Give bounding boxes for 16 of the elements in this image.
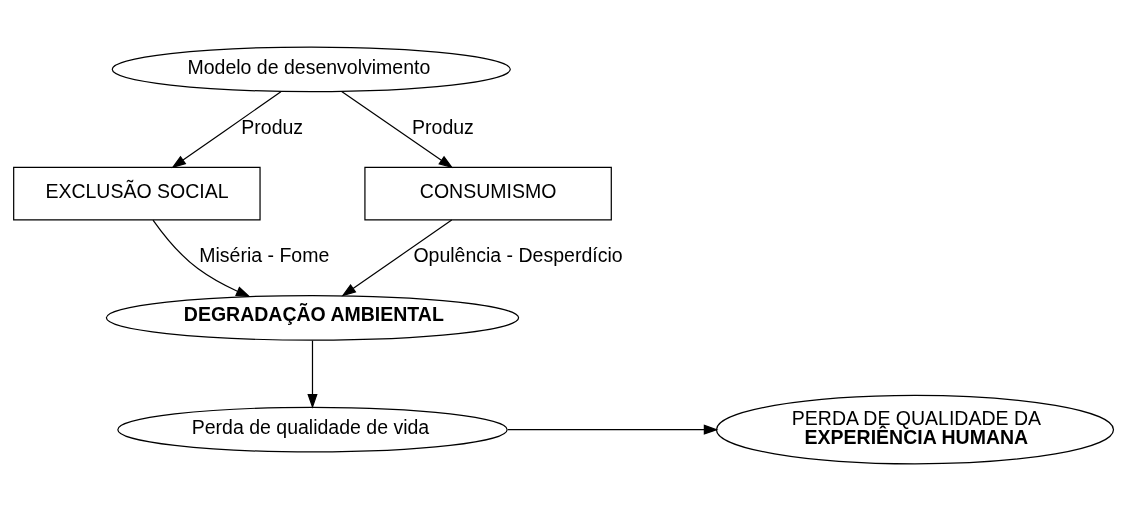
node-ellipse: Modelo de desenvolvimento: [111, 46, 511, 93]
node-ellipse: PERDA DE QUALIDADE DA EXPERIÊNCIA HUMANA: [715, 394, 1115, 465]
node-box: EXCLUSÃO SOCIAL: [13, 166, 261, 221]
arrow: [341, 219, 453, 297]
edge-label: Produz: [412, 116, 474, 139]
arrow: [171, 91, 282, 169]
arrow: [341, 90, 454, 169]
arrow: [307, 340, 318, 409]
arrow: [507, 424, 719, 435]
arrow: [152, 219, 251, 298]
node-box: CONSUMISMO: [364, 166, 612, 221]
node-ellipse: Perda de qualidade de vida: [117, 406, 508, 453]
edge-label: Produz: [241, 116, 304, 139]
edge-label: Miséria - Fome: [199, 244, 330, 267]
edge-label: Opulência - Desperdício: [413, 244, 623, 267]
node-ellipse: DEGRADAÇÃO AMBIENTAL: [105, 294, 520, 341]
